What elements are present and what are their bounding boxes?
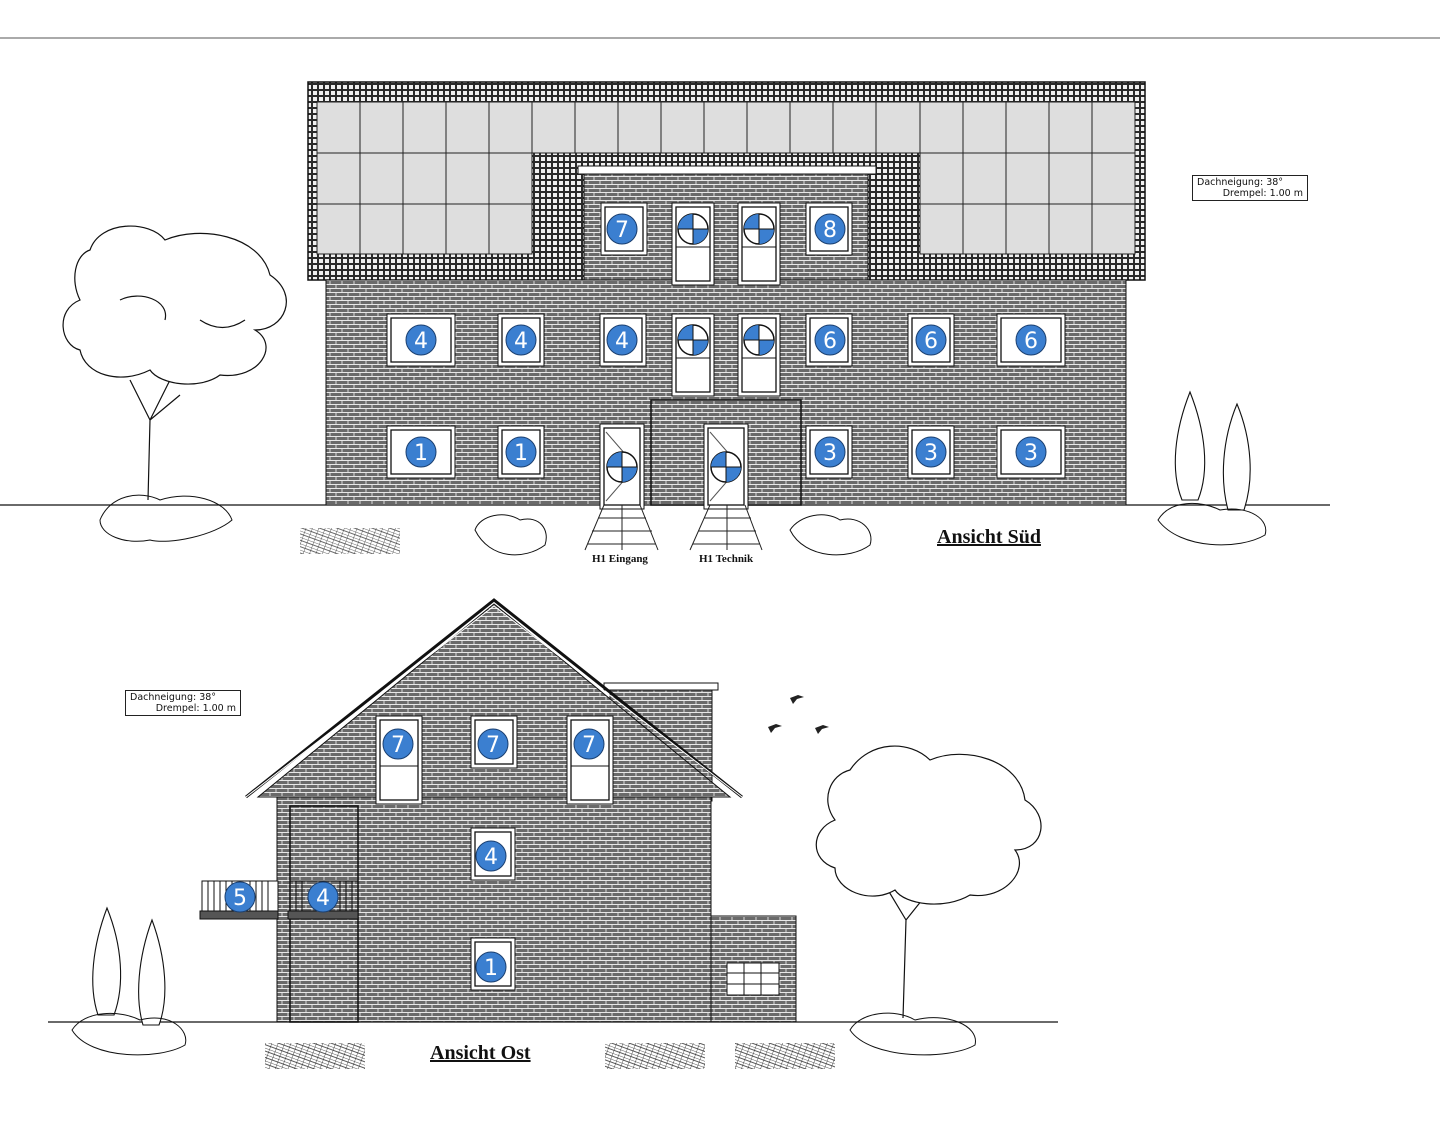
circle-marker-icon: 1 — [505, 436, 537, 468]
circle-marker-icon: 6 — [814, 324, 846, 356]
target-symbol-icon — [743, 324, 775, 356]
east-info-box: Dachneigung: 38° Drempel: 1.00 m — [125, 690, 241, 716]
marker-number: 8 — [823, 218, 837, 243]
solar-panels-top — [531, 101, 921, 154]
knee-wall-label: Drempel: 1.00 m — [1222, 188, 1303, 199]
east-roof-edge — [245, 598, 743, 799]
tree-icon — [815, 745, 1042, 1019]
cypress-icon — [92, 390, 1251, 1026]
marker-number: 6 — [924, 329, 938, 354]
ground-hatch — [265, 1043, 365, 1069]
marker-number: 4 — [514, 329, 528, 354]
marker-number: 7 — [486, 733, 500, 758]
south-elevation: 7 8 4 4 4 6 6 6 1 1 3 3 3 — [0, 81, 1330, 554]
door-label-entrance: H1 Eingang — [592, 553, 648, 565]
marker-number: 6 — [1024, 329, 1038, 354]
target-symbol-icon — [710, 451, 742, 483]
circle-marker-icon: 3 — [1015, 436, 1047, 468]
ground-hatch — [735, 1043, 835, 1069]
door-label-technik: H1 Technik — [699, 553, 754, 565]
target-symbol-icon — [677, 324, 709, 356]
ground-hatch — [605, 1043, 705, 1069]
east-title: Ansicht Ost — [430, 1042, 531, 1064]
marker-number: 3 — [823, 441, 837, 466]
window — [996, 313, 1066, 367]
target-symbol-icon — [606, 451, 638, 483]
circle-marker-icon: 6 — [1015, 324, 1047, 356]
bird-icon — [768, 695, 829, 734]
ground-hatch — [300, 528, 400, 554]
circle-marker-icon: 7 — [573, 728, 605, 760]
south-dormer-eave — [577, 165, 877, 175]
circle-marker-icon: 4 — [606, 324, 638, 356]
window — [566, 715, 614, 805]
east-rear-eave — [603, 682, 719, 691]
entrance-steps — [584, 504, 763, 551]
circle-marker-icon: 7 — [606, 213, 638, 245]
marker-number: 5 — [233, 886, 247, 911]
east-elevation: 7 7 7 4 1 5 4 — [48, 598, 1058, 1069]
south-title: Ansicht Süd — [937, 526, 1041, 548]
roof-pitch-label: Dachneigung: 38° — [130, 692, 217, 703]
circle-marker-icon: 4 — [505, 324, 537, 356]
tree-icon — [62, 225, 287, 501]
solar-panels-left — [316, 101, 533, 255]
south-info-box: Dachneigung: 38° Drempel: 1.00 m — [1192, 175, 1308, 201]
marker-number: 6 — [823, 329, 837, 354]
marker-number: 4 — [484, 845, 498, 870]
circle-marker-icon: 6 — [915, 324, 947, 356]
circle-marker-icon: 4 — [475, 840, 507, 872]
roof-pitch-label: Dachneigung: 38° — [1197, 177, 1284, 188]
circle-marker-icon: 7 — [477, 728, 509, 760]
circle-marker-icon: 3 — [915, 436, 947, 468]
target-symbol-icon — [677, 213, 709, 245]
circle-marker-icon: 1 — [475, 951, 507, 983]
marker-number: 4 — [414, 329, 428, 354]
marker-number: 1 — [414, 441, 428, 466]
marker-number: 4 — [316, 886, 330, 911]
marker-number: 1 — [514, 441, 528, 466]
target-symbol-icon — [743, 213, 775, 245]
circle-marker-icon: 3 — [814, 436, 846, 468]
shrub-icon — [71, 494, 1267, 1056]
marker-number: 7 — [615, 218, 629, 243]
knee-wall-label: Drempel: 1.00 m — [155, 703, 236, 714]
marker-number: 4 — [615, 329, 629, 354]
circle-marker-icon: 5 — [224, 881, 256, 913]
circle-marker-icon: 8 — [814, 213, 846, 245]
marker-number: 3 — [924, 441, 938, 466]
marker-number: 7 — [582, 733, 596, 758]
marker-number: 7 — [391, 733, 405, 758]
marker-number: 1 — [484, 956, 498, 981]
mailboxes — [726, 962, 780, 996]
circle-marker-icon: 1 — [405, 436, 437, 468]
solar-panels-right — [919, 101, 1136, 255]
circle-marker-icon: 4 — [405, 324, 437, 356]
circle-marker-icon: 4 — [307, 881, 339, 913]
marker-number: 3 — [1024, 441, 1038, 466]
circle-marker-icon: 7 — [382, 728, 414, 760]
